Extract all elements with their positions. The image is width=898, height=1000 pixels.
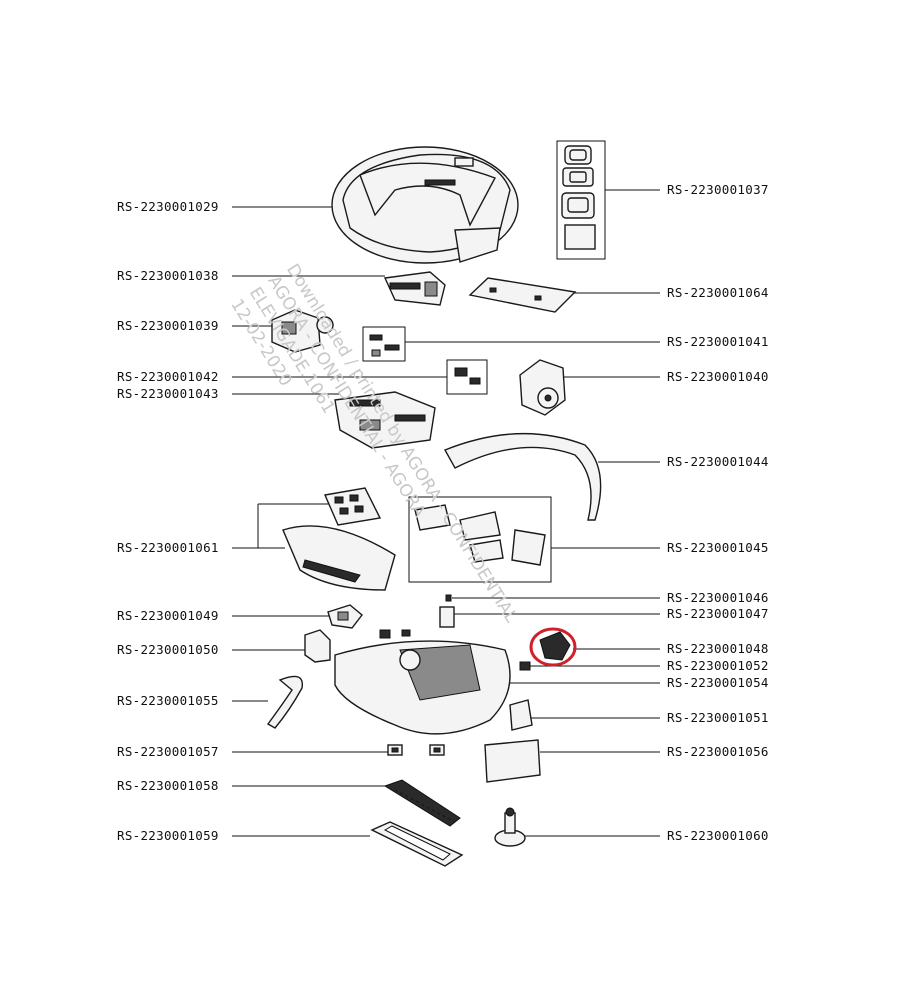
part-label-1054: RS-2230001054 [667, 675, 769, 690]
part-label-1044: RS-2230001044 [667, 454, 769, 469]
caster-wheel-part [494, 807, 526, 847]
part-label-1046: RS-2230001046 [667, 590, 769, 605]
part-label-1051: RS-2230001051 [667, 710, 769, 725]
bumper-ring-part [444, 432, 602, 521]
base-chassis-part [334, 629, 511, 735]
side-bracket-part [304, 629, 331, 663]
part-label-1037: RS-2230001037 [667, 182, 769, 197]
top-cover-part [331, 146, 519, 264]
part-label-1038: RS-2230001038 [117, 268, 219, 283]
side-panel-part [266, 675, 304, 729]
part-label-1042: RS-2230001042 [117, 369, 219, 384]
dust-bin-part [282, 487, 396, 591]
part-label-1060: RS-2230001060 [667, 828, 769, 843]
control-panel-kit-part [556, 140, 606, 260]
leader-lines [232, 189, 660, 837]
small-cover-part [439, 606, 455, 628]
part-label-1049: RS-2230001049 [117, 608, 219, 623]
plate-part [468, 277, 577, 313]
part-label-1059: RS-2230001059 [117, 828, 219, 843]
part-label-1048: RS-2230001048 [667, 641, 769, 656]
side-clip-part [327, 604, 363, 629]
brush-housing-part [334, 391, 436, 449]
part-label-1050: RS-2230001050 [117, 642, 219, 657]
main-brush-part [383, 779, 461, 827]
rear-cap-part [509, 699, 533, 731]
part-label-1052: RS-2230001052 [667, 658, 769, 673]
small-screw-part [445, 594, 452, 602]
part-label-1041: RS-2230001041 [667, 334, 769, 349]
part-label-1061: RS-2230001061 [117, 540, 219, 555]
wheel-module-part [519, 359, 566, 416]
small-tab-part [519, 661, 531, 671]
part-label-1040: RS-2230001040 [667, 369, 769, 384]
brush-frame-part [370, 821, 464, 867]
highlight-circle [529, 627, 577, 667]
sensor-kit-part [362, 326, 406, 362]
part-label-1064: RS-2230001064 [667, 285, 769, 300]
part-label-1058: RS-2230001058 [117, 778, 219, 793]
part-label-1057: RS-2230001057 [117, 744, 219, 759]
part-label-1045: RS-2230001045 [667, 540, 769, 555]
highlighted-sensor-part [529, 627, 577, 667]
part-label-1039: RS-2230001039 [117, 318, 219, 333]
part-label-1056: RS-2230001056 [667, 744, 769, 759]
drive-motor-part [271, 309, 334, 353]
rear-cover-part [484, 739, 541, 783]
part-label-1055: RS-2230001055 [117, 693, 219, 708]
chassis-kit-part [408, 496, 552, 583]
switch-kit-part [446, 359, 488, 395]
part-label-1029: RS-2230001029 [117, 199, 219, 214]
part-label-1043: RS-2230001043 [117, 386, 219, 401]
clip-pair-part [387, 744, 445, 756]
front-bumper-part [383, 271, 446, 306]
part-label-1047: RS-2230001047 [667, 606, 769, 621]
